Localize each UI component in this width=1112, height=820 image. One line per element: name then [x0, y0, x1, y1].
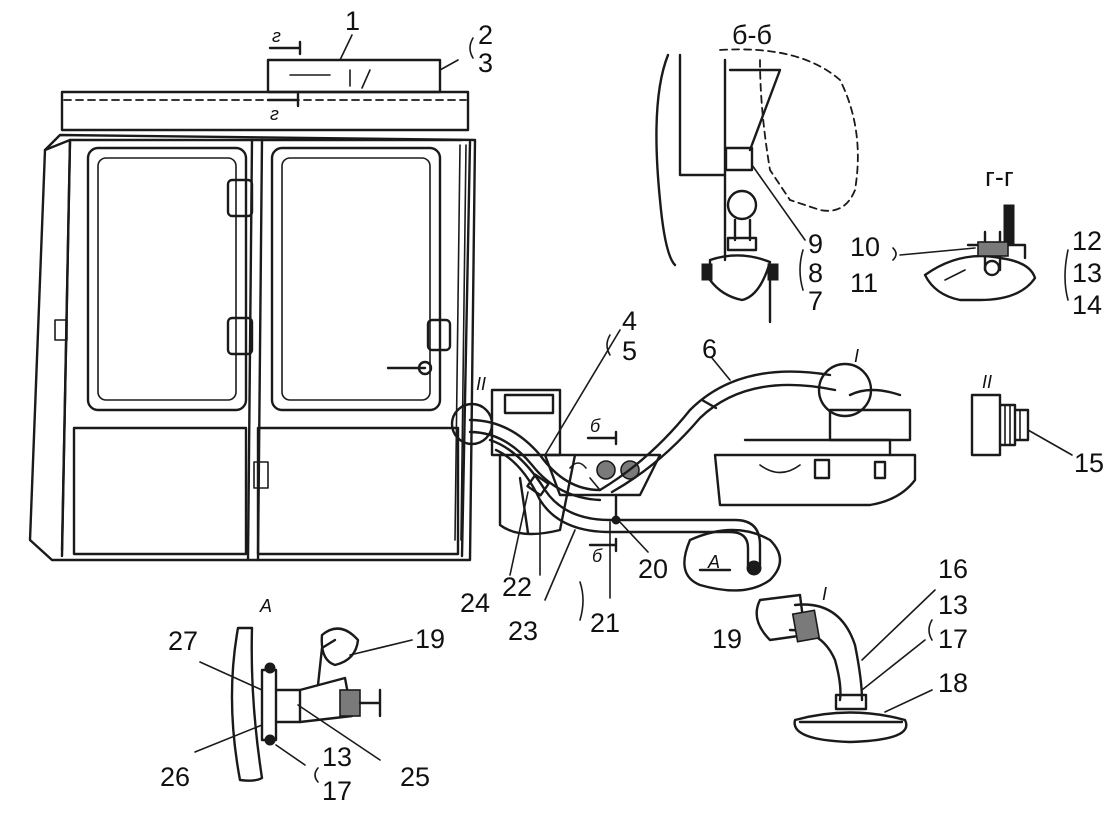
view-a-detail-label: А	[259, 596, 272, 616]
view-a-region	[683, 528, 782, 592]
view-i-main-label: I	[854, 346, 859, 366]
view-a-detail	[194, 626, 413, 782]
section-bb-label: б-б	[732, 20, 772, 50]
callout-12: 12	[1072, 226, 1102, 256]
callout-5: 5	[622, 336, 637, 366]
cut-b-bottom-label: б	[592, 546, 603, 566]
section-gg-detail	[899, 204, 1037, 302]
callout-20: 20	[638, 554, 668, 584]
view-i-detail-label: I	[822, 584, 827, 604]
view-i-detail	[755, 589, 936, 744]
callout-26: 26	[160, 762, 190, 792]
callout-8: 8	[808, 258, 823, 288]
callout-13-view-i: 13	[938, 590, 968, 620]
callout-3: 3	[478, 48, 493, 78]
callout-16: 16	[938, 554, 968, 584]
heater-pipes	[468, 370, 837, 576]
callout-4: 4	[622, 306, 637, 336]
callout-19-view-a: 19	[415, 624, 445, 654]
callout-2: 2	[478, 20, 493, 50]
callout-18: 18	[938, 668, 968, 698]
callout-15: 15	[1074, 448, 1104, 478]
cut-b-top-label: б	[590, 416, 601, 436]
callout-6: 6	[702, 334, 717, 364]
callout-9: 9	[808, 229, 823, 259]
cut-g-bottom-label: г	[270, 104, 279, 124]
callout-24: 24	[460, 588, 490, 618]
callout-25: 25	[400, 762, 430, 792]
valve-block	[543, 453, 662, 525]
section-gg-label: г-г	[985, 162, 1014, 192]
leader-lines	[339, 34, 731, 601]
callout-21: 21	[590, 608, 620, 638]
cab-body	[28, 58, 477, 562]
callout-13-view-a: 13	[322, 742, 352, 772]
view-a-main-label: А	[707, 552, 720, 572]
engine-block	[713, 362, 917, 507]
callout-7: 7	[808, 286, 823, 316]
view-ii-main-label: II	[476, 374, 486, 394]
heater-unit	[490, 388, 577, 536]
view-ii-marker	[450, 402, 494, 446]
callout-17-view-a: 17	[322, 776, 352, 806]
section-bb-detail	[655, 48, 859, 324]
callout-19-view-i: 19	[712, 624, 742, 654]
brackets	[314, 37, 1069, 783]
callout-22: 22	[502, 572, 532, 602]
cut-g-top-label: г	[272, 26, 281, 46]
callout-23: 23	[508, 616, 538, 646]
callout-1: 1	[345, 6, 360, 36]
cut-markers	[266, 40, 732, 572]
callout-17-view-i: 17	[938, 624, 968, 654]
view-ii-detail-label: II	[982, 372, 992, 392]
callout-13: 13	[1072, 258, 1102, 288]
callout-14: 14	[1072, 290, 1102, 320]
callout-11: 11	[850, 268, 878, 298]
callout-27: 27	[168, 626, 198, 656]
callout-10: 10	[850, 232, 880, 262]
view-ii-detail	[970, 393, 1073, 457]
